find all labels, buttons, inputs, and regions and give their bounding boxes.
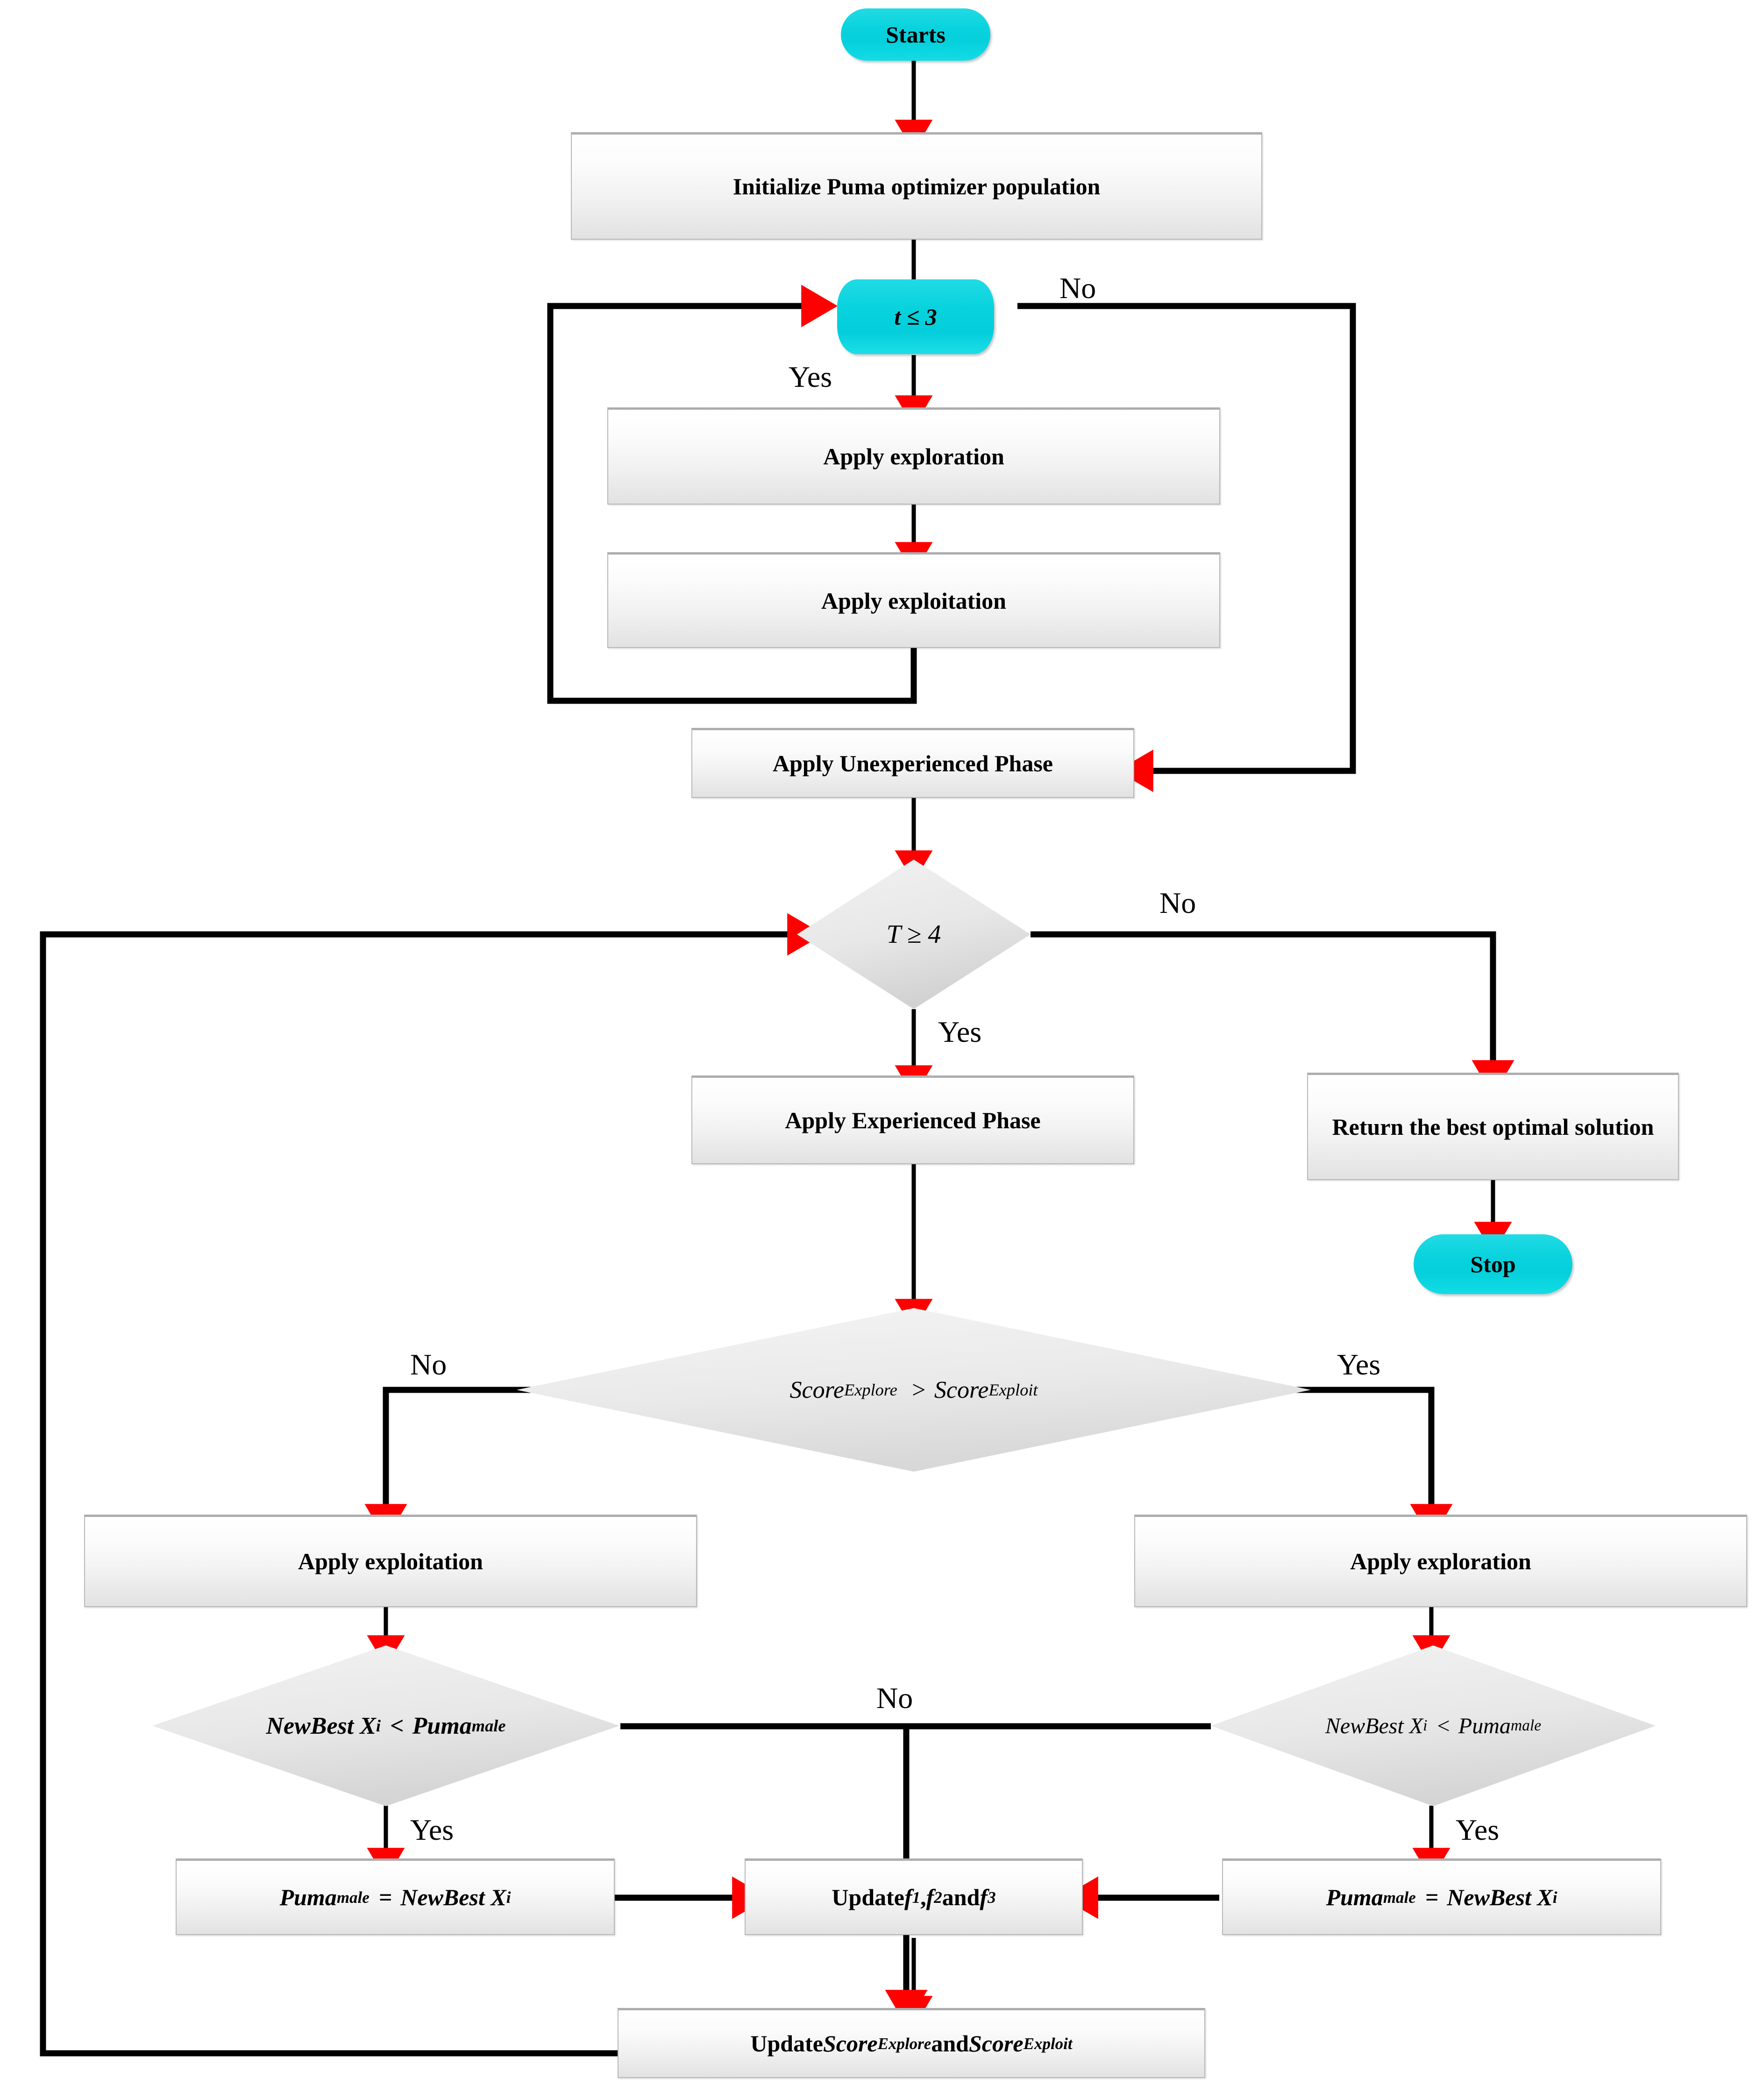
node-apply-unexperienced-phase[interactable]: Apply Unexperienced Phase xyxy=(691,728,1134,798)
node-assign-left-rhs: NewBest X xyxy=(400,1884,506,1910)
node-update-scores-sep: and xyxy=(931,2030,969,2057)
node-apply-unexperienced-phase-label: Apply Unexperienced Phase xyxy=(773,750,1053,776)
node-initialize-label: Initialize Puma optimizer population xyxy=(732,173,1101,199)
node-condition-score-operator: > xyxy=(910,1376,927,1403)
node-condition-newbest-left-rhs-sub: male xyxy=(471,1716,506,1735)
node-update-f-f3: f xyxy=(980,1884,988,1910)
node-condition-t[interactable]: t ≤ 3 xyxy=(837,279,994,354)
node-apply-exploration-top-label: Apply exploration xyxy=(823,443,1004,470)
node-condition-newbest-left-operator: < xyxy=(390,1712,404,1739)
node-assign-right-lhs-sub: male xyxy=(1383,1888,1416,1907)
node-condition-T-label: T ≥ 4 xyxy=(886,920,941,949)
node-condition-newbest-left-lhs-sub: i xyxy=(376,1716,381,1735)
node-update-scores-s2: Score xyxy=(968,2030,1024,2057)
node-assign-left-lhs: Puma xyxy=(279,1884,337,1910)
node-update-scores-prefix: Update xyxy=(750,2030,823,2057)
node-stop-label: Stop xyxy=(1470,1251,1516,1277)
node-assign-right-rhs: NewBest X xyxy=(1447,1884,1553,1910)
diamond-shape xyxy=(1211,1645,1656,1806)
node-condition-T[interactable]: T ≥ 4 xyxy=(797,860,1031,1009)
node-apply-exploration-top[interactable]: Apply exploration xyxy=(607,407,1220,505)
node-start[interactable]: Starts xyxy=(841,8,990,61)
edge-label-yes-score: Yes xyxy=(1337,1348,1381,1381)
node-start-label: Starts xyxy=(886,21,946,48)
diamond-shape xyxy=(152,1645,619,1806)
node-update-f-f2-sub: 2 xyxy=(934,1888,942,1907)
node-return-best-solution-label: Return the best optimal solution xyxy=(1332,1114,1654,1140)
edge-label-no-T: No xyxy=(1159,886,1196,919)
edge-label-no-newbest: No xyxy=(876,1681,913,1715)
node-condition-score-lhs-sub: Explore xyxy=(844,1381,897,1399)
node-apply-exploitation-left-label: Apply exploitation xyxy=(298,1548,483,1574)
node-update-scores-s1: Score xyxy=(823,2030,878,2057)
edge-label-no-score: No xyxy=(410,1348,447,1381)
node-update-f-f2: f xyxy=(926,1884,934,1910)
node-condition-newbest-left-rhs: Puma xyxy=(412,1712,472,1739)
edge-label-yes-t: Yes xyxy=(789,360,832,393)
node-condition-newbest-right-rhs-sub: male xyxy=(1510,1717,1542,1734)
node-apply-exploration-right-label: Apply exploration xyxy=(1350,1548,1531,1574)
node-update-f-prefix: Update xyxy=(832,1884,904,1910)
node-update-f-f1: f xyxy=(904,1884,912,1910)
edge-label-yes-newbest-right: Yes xyxy=(1456,1813,1500,1846)
node-stop[interactable]: Stop xyxy=(1414,1234,1572,1294)
node-assign-left-rhs-sub: i xyxy=(506,1888,511,1907)
node-assign-right-operator: = xyxy=(1425,1884,1439,1910)
node-apply-exploitation-top[interactable]: Apply exploitation xyxy=(607,552,1220,648)
node-update-scores-s2-sub: Exploit xyxy=(1023,2034,1073,2053)
node-condition-newbest-right-operator: < xyxy=(1436,1713,1451,1738)
node-condition-score-rhs: Score xyxy=(934,1376,989,1403)
edge-label-yes-T: Yes xyxy=(938,1015,982,1048)
node-condition-newbest-right-rhs: Puma xyxy=(1458,1713,1511,1738)
node-condition-newbest-left-lhs: NewBest X xyxy=(266,1712,376,1739)
diamond-shape xyxy=(517,1308,1311,1472)
node-apply-exploitation-top-label: Apply exploitation xyxy=(821,587,1006,614)
node-condition-t-label: t ≤ 3 xyxy=(894,303,937,330)
node-condition-newbest-right-lhs: NewBest X xyxy=(1325,1713,1423,1738)
node-update-f-f1-sub: 1 xyxy=(912,1888,921,1907)
node-update-f-sep2: and xyxy=(942,1884,980,1910)
node-initialize[interactable]: Initialize Puma optimizer population xyxy=(571,132,1262,240)
node-return-best-solution[interactable]: Return the best optimal solution xyxy=(1307,1073,1679,1180)
node-apply-exploitation-left[interactable]: Apply exploitation xyxy=(84,1515,697,1607)
node-condition-score-lhs: Score xyxy=(789,1376,844,1403)
node-update-f-f3-sub: 3 xyxy=(988,1888,996,1907)
node-condition-newbest-right-lhs-sub: i xyxy=(1423,1717,1428,1734)
node-apply-experienced-phase[interactable]: Apply Experienced Phase xyxy=(691,1075,1134,1164)
node-apply-exploration-right[interactable]: Apply exploration xyxy=(1134,1515,1747,1607)
node-update-f-sep1: , xyxy=(920,1884,926,1910)
node-assign-right-rhs-sub: i xyxy=(1552,1888,1557,1907)
edge-label-no-t: No xyxy=(1059,271,1096,305)
node-assign-right-lhs: Puma xyxy=(1326,1884,1383,1910)
node-apply-experienced-phase-label: Apply Experienced Phase xyxy=(785,1107,1041,1133)
node-condition-score-rhs-sub: Exploit xyxy=(988,1381,1038,1399)
node-assign-left-lhs-sub: male xyxy=(336,1888,370,1907)
node-assign-left-operator: = xyxy=(378,1884,392,1910)
edge-label-yes-newbest-left: Yes xyxy=(410,1813,454,1846)
node-update-scores-s1-sub: Explore xyxy=(877,2034,931,2053)
diamond-shape xyxy=(797,860,1031,1009)
